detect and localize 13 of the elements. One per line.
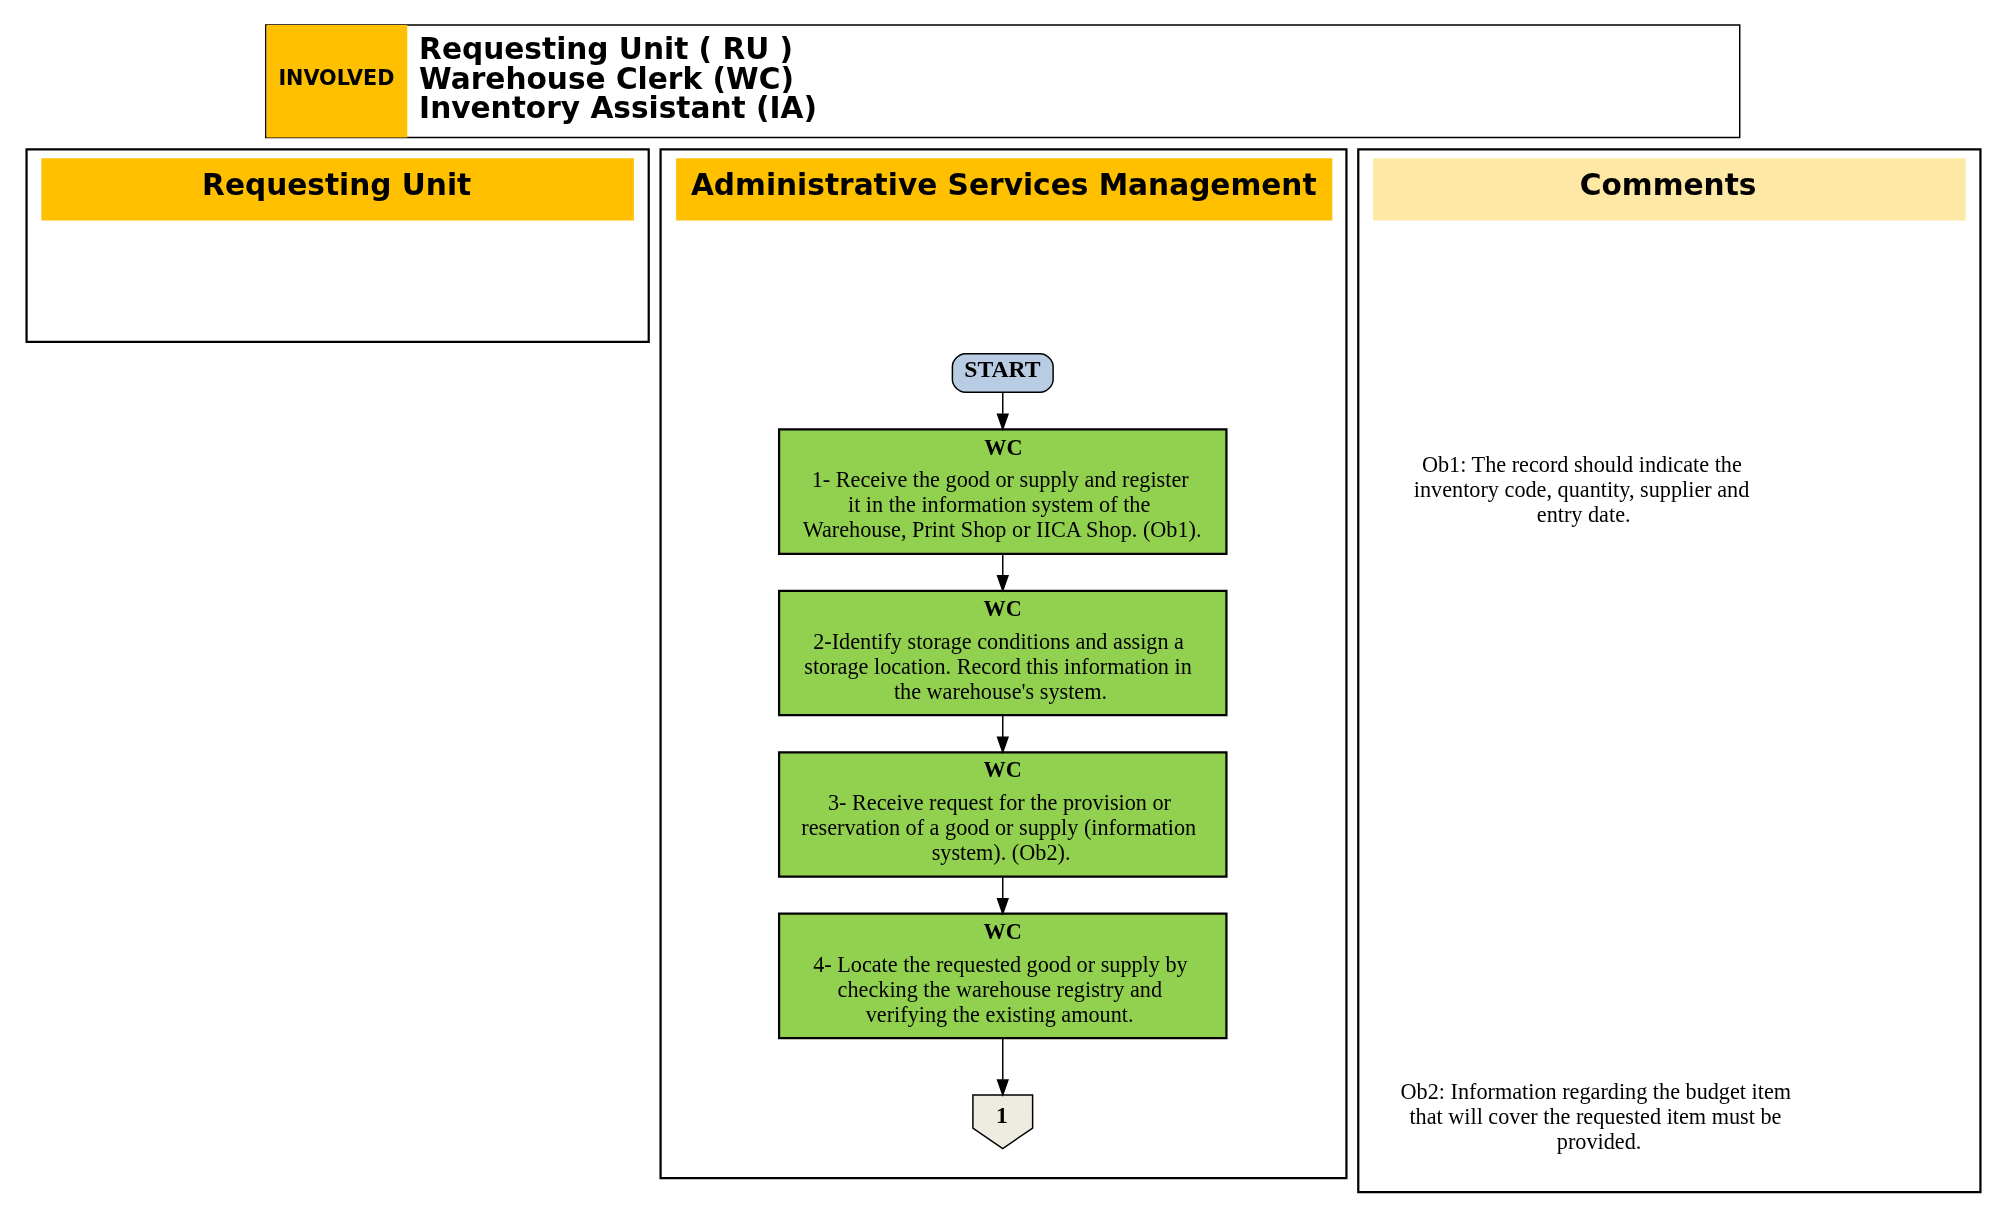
label: Ob2: Information regarding the budget item that will cover the requested item must be provided.	[1400, 1078, 1792, 1155]
node-box: WC 1- Receive the good or supply and register it in the information system of the Warehouse, Print Shop or IICA Shop. (Ob1).	[777, 428, 1228, 555]
arrow	[996, 1037, 1009, 1098]
label: Ob1: The record should indicate the inventory code, quantity, supplier and entry date.	[1413, 451, 1750, 527]
arrow	[996, 553, 1009, 593]
arrow	[996, 876, 1009, 916]
arrow	[996, 391, 1009, 432]
node-box: Requesting Unit	[25, 148, 650, 344]
node-box: WC 2-Identify storage conditions and assign a storage location. Record this information in the warehouse's system.	[777, 589, 1228, 717]
arrow	[996, 714, 1009, 755]
node-box: WC 4- Locate the requested good or supply by checking the warehouse registry and verifying the existing amount.	[777, 912, 1228, 1040]
node-box: WC 3- Receive request for the provision or reservation of a good or supply (information system). (Ob2).	[777, 751, 1228, 878]
node-box: START	[951, 353, 1054, 394]
